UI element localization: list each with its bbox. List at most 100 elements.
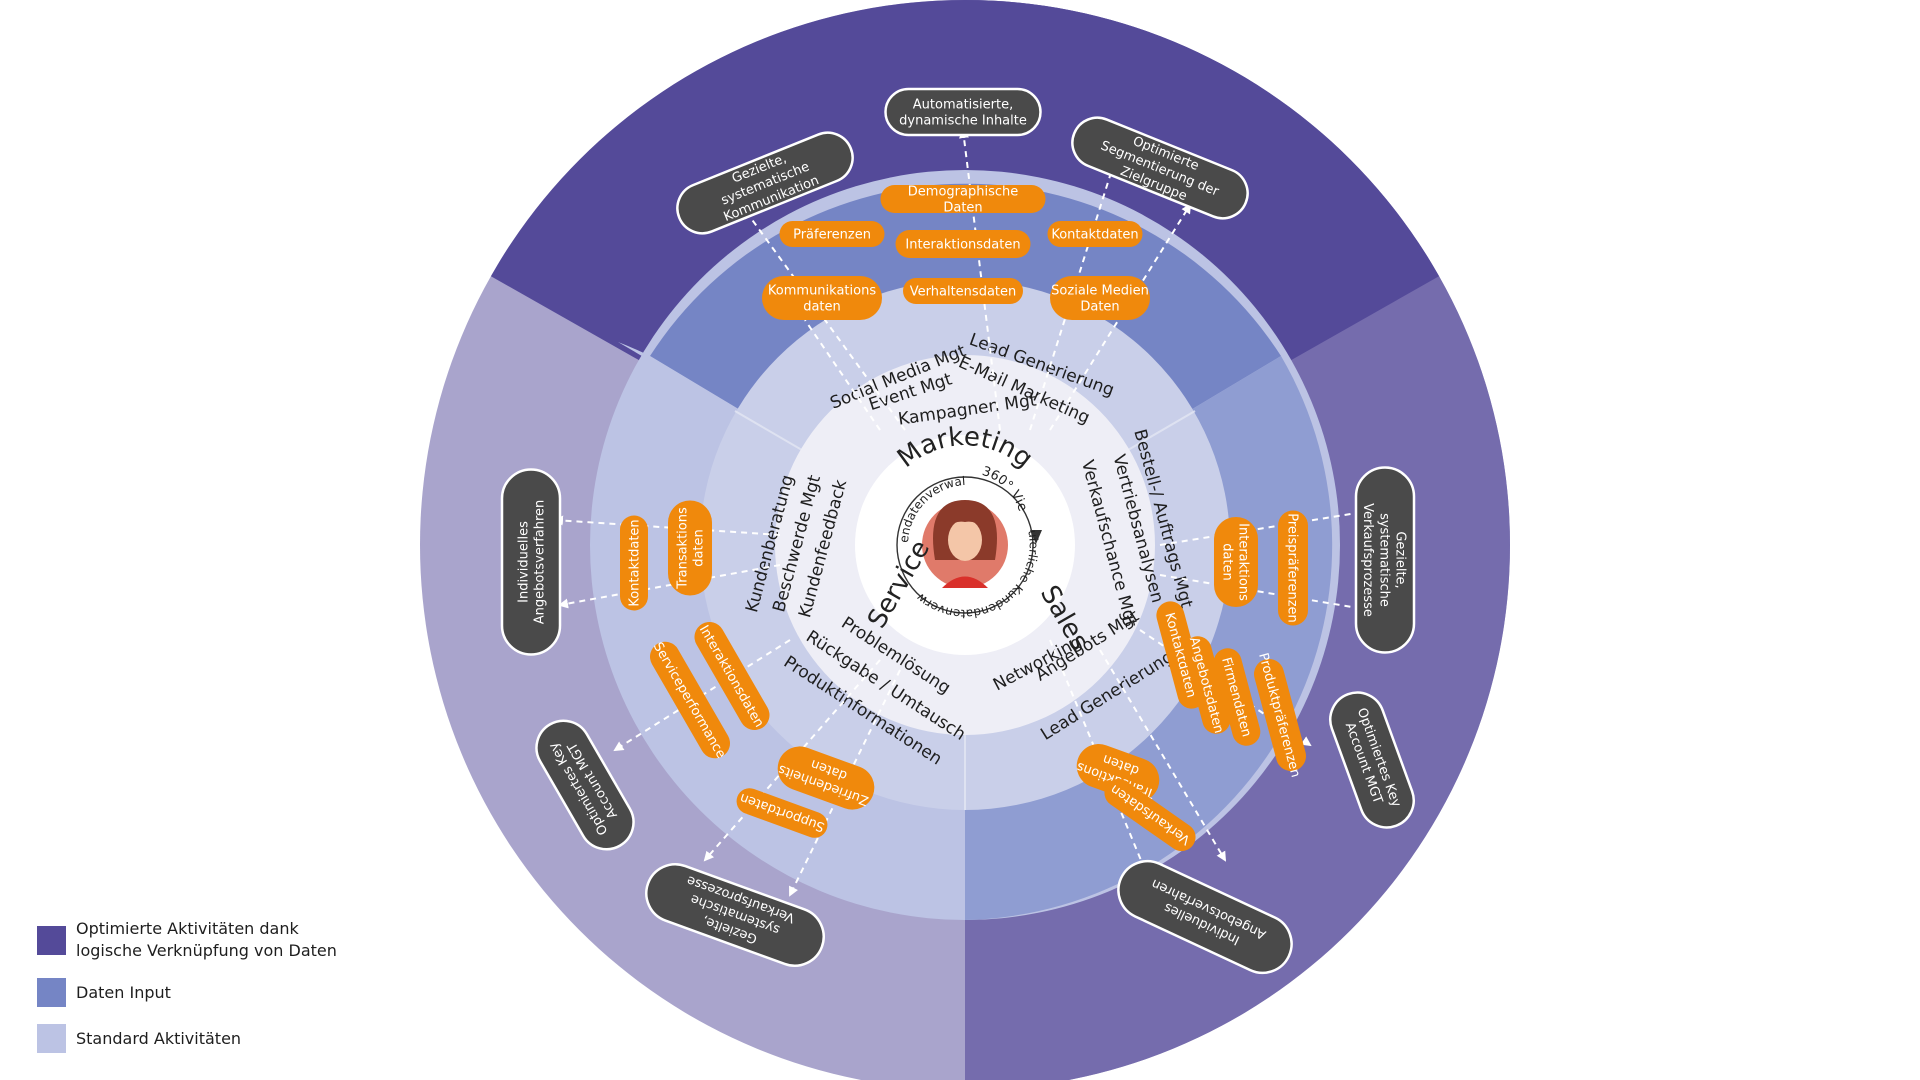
- data-marketing-1-bg: [895, 230, 1031, 258]
- legend-swatch: [37, 978, 66, 1007]
- data-sales-0-text: Interaktionsdaten: [1219, 523, 1250, 601]
- legend-item-data-input: Daten Input: [37, 978, 357, 1008]
- cycle-arrow-icon: [1030, 530, 1042, 544]
- data-marketing-0-line: Demographische: [908, 184, 1018, 199]
- data-marketing-3-line: Präferenzen: [793, 228, 871, 243]
- data-sales-3-bg: [1183, 636, 1231, 734]
- data-marketing-2-line: Verhaltensdaten: [910, 285, 1016, 300]
- data-marketing-3-text: Präferenzen: [793, 228, 871, 243]
- legend-label: Standard Aktivitäten: [76, 1029, 242, 1048]
- outcome-sales-0-bg: [1354, 466, 1416, 654]
- legend-swatch: [37, 926, 66, 955]
- data-marketing-4: Kommunikations daten: [762, 276, 882, 320]
- data-sales-0: Interaktionsdaten: [1214, 517, 1258, 607]
- outcome-marketing-0-bg: [676, 131, 854, 235]
- data-marketing-3-bg: [779, 221, 885, 247]
- data-marketing-5: Kontaktdaten: [1047, 221, 1143, 247]
- outcome-marketing-1: Automatisierte,dynamische Inhalte: [884, 87, 1042, 137]
- data-marketing-6-line: Soziale Medien: [1051, 283, 1149, 298]
- outcome-service-0-text: IndividuellesAngebotsverfahren: [516, 500, 547, 625]
- data-service-3-bg: [650, 641, 730, 759]
- data-service-5-bg: [736, 788, 828, 838]
- data-service-4-bg: [777, 746, 875, 810]
- data-marketing-4-line: daten: [803, 300, 841, 315]
- data-marketing-4-line: Kommunikations: [768, 283, 876, 298]
- data-sales-0-bg: [1214, 517, 1258, 607]
- data-marketing-5-bg: [1047, 221, 1143, 247]
- data-service-2-bg: [694, 622, 770, 730]
- legend-swatch: [37, 1024, 66, 1053]
- data-marketing-2-text: Verhaltensdaten: [910, 285, 1016, 300]
- legend-item-standard: Standard Aktivitäten: [37, 1024, 357, 1054]
- outcome-sales-1-bg: [1329, 691, 1415, 829]
- data-marketing-4-text: Kommunikations daten: [768, 283, 876, 314]
- legend-label: Optimierte Aktivitäten dank logische Ver…: [76, 919, 337, 960]
- data-sales-0-line: Interaktions: [1236, 523, 1251, 601]
- arrow-mkt-5: [804, 319, 881, 431]
- arrow-sales-1: [1159, 506, 1377, 546]
- data-sales-1-bg: [1278, 510, 1308, 626]
- data-marketing-0-bg: [880, 185, 1046, 213]
- outcome-service-2-bg: [645, 863, 825, 967]
- data-service-1: Transaktionsdaten: [668, 500, 712, 596]
- data-sales-0-line: daten: [1219, 543, 1234, 581]
- data-marketing-5-text: Kontaktdaten: [1051, 228, 1138, 243]
- arrow-sales-2: [1159, 574, 1372, 614]
- data-service-0: Kontaktdaten: [620, 515, 648, 611]
- data-service-0-line: Kontaktdaten: [628, 519, 643, 606]
- outcome-sales-0: Gezielte,systematischeVerkaufsprozesse: [1354, 466, 1416, 654]
- legend-label: Daten Input: [76, 983, 171, 1002]
- outcome-service-0-bg: [500, 468, 562, 656]
- outcome-marketing-2-bg: [1071, 116, 1249, 220]
- data-marketing-4-bg: [762, 276, 882, 320]
- outcome-marketing-1-line: dynamische Inhalte: [899, 114, 1027, 129]
- outcome-marketing-1-text: Automatisierte,dynamische Inhalte: [899, 97, 1027, 128]
- center-cycle-ring: [896, 476, 1034, 614]
- data-service-1-line: daten: [692, 529, 707, 567]
- woman-avatar-icon: [922, 500, 1008, 588]
- data-marketing-6-bg: [1050, 276, 1150, 320]
- data-sales-1: Preispräferenzen: [1278, 510, 1308, 626]
- arrow-svc-2: [558, 564, 781, 609]
- data-sales-1-line: Preispräferenzen: [1284, 513, 1299, 623]
- data-marketing-1-line: Interaktionsdaten: [905, 238, 1020, 253]
- data-sales-4-bg: [1213, 648, 1261, 746]
- data-sales-7-bg: [1104, 778, 1196, 852]
- outcome-service-0-line: Individuelles: [516, 521, 531, 603]
- outcome-service-0: IndividuellesAngebotsverfahren: [500, 468, 562, 656]
- data-marketing-0-line: Daten: [943, 201, 982, 216]
- data-marketing-5-line: Kontaktdaten: [1051, 228, 1138, 243]
- data-service-1-line: Transaktions: [675, 507, 690, 590]
- outcome-sales-0-line: Verkaufsprozesse: [1360, 503, 1375, 617]
- outcome-marketing-0: Gezielte,systematischeKommunikation: [676, 131, 854, 235]
- outcome-marketing-1-bg: [884, 87, 1042, 137]
- arrow-svc-1: [553, 515, 781, 536]
- legend-item-optimized: Optimierte Aktivitäten dank logische Ver…: [37, 918, 357, 968]
- outcome-service-0-line: Angebotsverfahren: [533, 500, 548, 625]
- data-service-1-text: Transaktionsdaten: [675, 507, 706, 590]
- data-marketing-2: Verhaltensdaten: [903, 278, 1023, 304]
- data-sales-5-bg: [1254, 658, 1306, 772]
- data-service-0-text: Kontaktdaten: [628, 519, 643, 606]
- data-marketing-6-line: Daten: [1080, 300, 1119, 315]
- outcome-sales-0-text: Gezielte,systematischeVerkaufsprozesse: [1360, 503, 1408, 617]
- data-sales-1-text: Preispräferenzen: [1284, 513, 1299, 623]
- data-marketing-1-text: Interaktionsdaten: [905, 238, 1020, 253]
- data-marketing-1: Interaktionsdaten: [895, 230, 1031, 258]
- outcome-service-1-bg: [535, 719, 635, 851]
- data-marketing-2-bg: [903, 278, 1023, 304]
- outcome-sales-2-bg: [1117, 859, 1293, 975]
- outcome-sales-0-line: Gezielte,: [1393, 531, 1408, 588]
- data-service-1-bg: [668, 500, 712, 596]
- outcome-sales-0-line: systematische: [1376, 513, 1391, 607]
- data-marketing-3: Präferenzen: [779, 221, 885, 247]
- data-service-0-bg: [620, 515, 648, 611]
- arrow-sales-5: [1099, 649, 1227, 862]
- outcome-sales-2: IndividuellesAngebotsverfahren: [1117, 859, 1293, 975]
